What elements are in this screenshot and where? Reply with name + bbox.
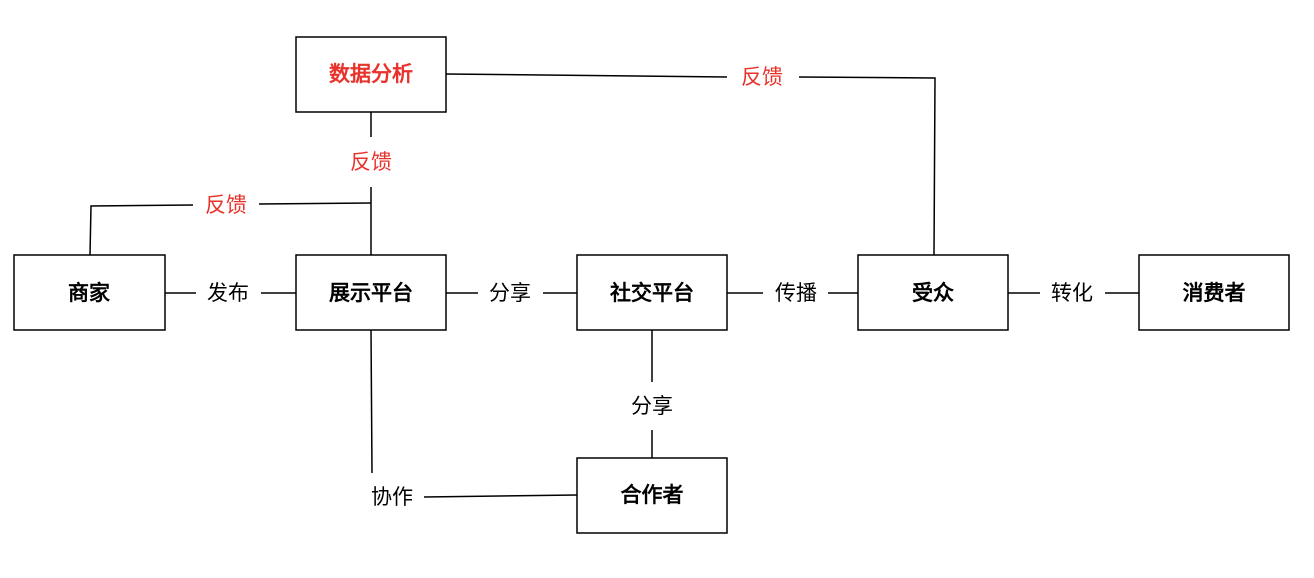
edge-label-spread: 传播 <box>775 281 817 305</box>
node-merchant: 商家 <box>13 254 166 331</box>
node-audience-box <box>857 254 1009 331</box>
node-merchant-box <box>13 254 166 331</box>
edge-feedback-merchant-line-right <box>258 202 372 205</box>
node-partner-box <box>576 457 728 534</box>
node-social-platform-label: 社交平台 <box>609 281 694 305</box>
node-data-analysis: 数据分析 <box>295 36 447 113</box>
node-social-platform-box <box>576 254 728 331</box>
node-audience: 受众 <box>857 254 1009 331</box>
node-social-platform: 社交平台 <box>576 254 728 331</box>
node-partner: 合作者 <box>576 457 728 534</box>
edge-feedback-audience-line-right <box>798 76 936 256</box>
edge-label-feedback-merchant: 反馈 <box>205 193 247 217</box>
edge-collab-line-vertical <box>370 329 373 474</box>
connectors <box>89 73 1139 498</box>
node-data-analysis-box <box>295 36 447 113</box>
edge-label-feedback-audience: 反馈 <box>741 65 783 89</box>
edge-label-share-1: 分享 <box>489 281 531 305</box>
edge-label-feedback-display: 反馈 <box>350 150 392 174</box>
edge-collab-line-horizontal <box>423 494 578 498</box>
edge-feedback-merchant-line-left <box>89 204 194 256</box>
node-data-analysis-label: 数据分析 <box>329 62 413 86</box>
node-merchant-label: 商家 <box>68 281 111 305</box>
node-audience-label: 受众 <box>912 281 954 305</box>
edge-label-convert: 转化 <box>1051 281 1093 305</box>
node-display-platform: 展示平台 <box>295 254 447 331</box>
edge-feedback-audience-line-left <box>445 73 728 78</box>
node-consumer: 消费者 <box>1138 254 1290 331</box>
edge-label-publish: 发布 <box>207 281 249 305</box>
edge-labels: 发布 分享 传播 转化 分享 协作 反馈 反馈 反馈 <box>205 65 1093 509</box>
node-partner-label: 合作者 <box>621 483 684 507</box>
edge-label-collaborate: 协作 <box>371 485 413 509</box>
edge-label-share-2: 分享 <box>631 394 673 418</box>
node-display-platform-label: 展示平台 <box>329 281 413 305</box>
node-consumer-box <box>1138 254 1290 331</box>
node-display-platform-box <box>295 254 447 331</box>
node-consumer-label: 消费者 <box>1183 281 1246 305</box>
